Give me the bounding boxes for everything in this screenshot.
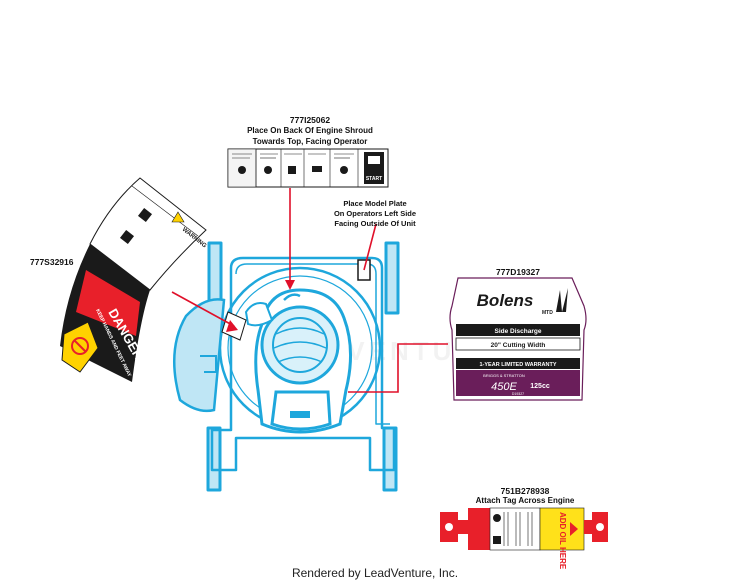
engine-shroud-part-number: 777I25062 — [289, 115, 331, 125]
model-plate-instruction-2: On Operators Left Side — [333, 209, 417, 218]
arrow-engine-shroud — [285, 280, 295, 290]
rear-left-wheel — [206, 426, 222, 492]
deck-outline — [210, 256, 396, 472]
tag-right-hole — [596, 523, 604, 531]
step-icon — [312, 166, 322, 172]
engine-shroud-instruction-2: Towards Top, Facing Operator — [252, 137, 368, 146]
grass-icon — [556, 288, 568, 312]
warning-pictogram — [119, 229, 135, 245]
discharge-chute — [172, 298, 226, 413]
bolens-logo: Bolens — [477, 291, 534, 310]
engine-tag: ADD OIL HERE — [440, 507, 608, 570]
tag-arrow-icon — [570, 522, 578, 536]
step-icon — [264, 166, 272, 174]
tag-oil-icon — [493, 514, 501, 522]
warning-triangle — [171, 211, 185, 223]
pointer-lines — [171, 188, 448, 393]
engine-cc-text: 125cc — [530, 383, 550, 390]
fuel-cap — [283, 293, 301, 301]
tag-left-hole — [445, 523, 453, 531]
footer-credit: Rendered by LeadVenture, Inc. — [291, 566, 459, 580]
hood-decal-part-number: 777D19327 — [496, 267, 540, 277]
engine-lower-panel — [270, 390, 332, 431]
add-oil-text: ADD OIL HERE — [558, 512, 567, 570]
engine-badge — [290, 411, 310, 418]
step-icon — [288, 166, 296, 174]
engine-shroud-instruction-1: Place On Back Of Engine Shroud — [247, 126, 373, 135]
front-right-wheel — [384, 241, 400, 315]
decal-code-text: D19327 — [512, 392, 524, 396]
bolens-decal: Bolens MTD Side Discharge 20" Cutting Wi… — [449, 277, 587, 401]
discharge-decal-part-number: 777S32916 — [30, 257, 74, 267]
warranty-text: 1-YEAR LIMITED WARRANTY — [480, 362, 557, 368]
warranty-band — [456, 358, 580, 369]
recoil-starter-inner — [272, 317, 328, 373]
engine-brand-text: BRIGGS & STRATTON — [483, 373, 525, 378]
pointer-model-plate — [363, 223, 377, 271]
engine — [244, 288, 353, 434]
tag-fuel-icon — [493, 536, 501, 544]
air-filter — [244, 302, 274, 327]
side-discharge-text: Side Discharge — [495, 328, 542, 335]
side-discharge-band — [456, 324, 580, 336]
cutting-width-band — [455, 337, 581, 351]
step-icon — [340, 166, 348, 174]
step-icon — [238, 166, 246, 174]
cutting-width-text: 20" Cutting Width — [491, 342, 546, 349]
engine-info-band — [456, 370, 580, 396]
engine-tag-instruction: Attach Tag Across Engine — [475, 496, 575, 505]
bolens-mtd: MTD — [542, 310, 553, 316]
model-plate-instruction-3: Facing Outside Of Unit — [334, 219, 416, 228]
engine-shroud-decal: START — [227, 148, 389, 188]
warning-pictogram — [137, 207, 153, 223]
engine-model-text: 450E — [491, 381, 517, 393]
pointer-hood-decal — [348, 343, 448, 393]
model-plate-instruction-1: Place Model Plate — [343, 199, 407, 208]
tag-red-panel — [468, 508, 490, 550]
tag-left-strap — [440, 512, 470, 542]
engine-tag-part-number: 751B278938 — [500, 486, 550, 496]
arrow-discharge-decal — [226, 320, 238, 332]
pointer-discharge-decal — [171, 291, 235, 327]
svg-text:START: START — [366, 176, 382, 182]
